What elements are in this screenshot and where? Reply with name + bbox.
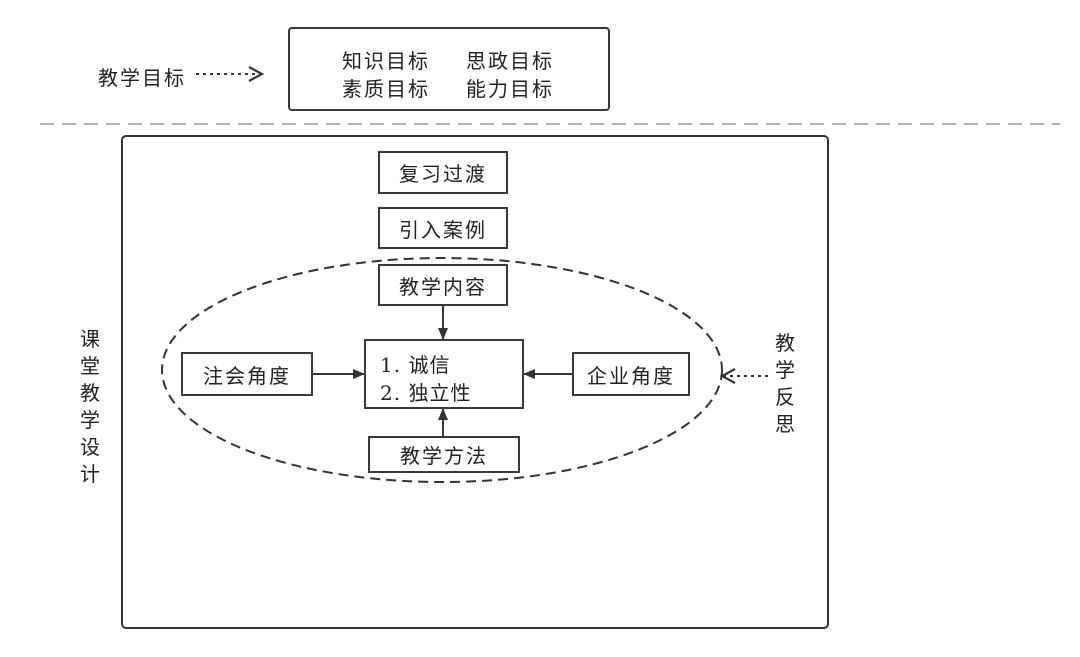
method-box: 教学方法 [368, 436, 520, 473]
goal-ideology: 思政目标 [466, 49, 554, 73]
social-box: 注会角度 [181, 352, 313, 396]
vertical-char: 思 [775, 412, 795, 436]
vertical-char: 学 [775, 358, 795, 382]
case-box: 引入案例 [378, 207, 508, 249]
core-item-honesty: 1. 诚信 [380, 353, 451, 377]
review-box: 复习过渡 [378, 151, 508, 194]
vertical-char: 学 [80, 408, 100, 432]
content-box: 教学内容 [378, 264, 508, 306]
enterprise-box: 企业角度 [572, 352, 690, 396]
vertical-char: 计 [80, 462, 100, 486]
vertical-char: 设 [80, 435, 100, 459]
goal-ability: 能力目标 [466, 77, 554, 101]
side-label: 课堂教学设计 [75, 326, 105, 488]
vertical-char: 教 [775, 331, 795, 355]
vertical-char: 课 [80, 327, 100, 351]
goal-quality: 素质目标 [342, 77, 430, 101]
core-box: 1. 诚信 2. 独立性 [364, 339, 524, 409]
goals-label: 教学目标 [98, 66, 186, 90]
side-label-text: 课堂教学设计 [75, 326, 105, 488]
design-container [121, 135, 829, 629]
core-item-independence: 2. 独立性 [380, 381, 472, 405]
reflection-label: 教学反思 [770, 330, 800, 438]
reflection-label-text: 教学反思 [770, 330, 800, 438]
vertical-char: 教 [80, 381, 100, 405]
goals-box: 知识目标 思政目标 素质目标 能力目标 [288, 27, 610, 111]
goal-knowledge: 知识目标 [342, 49, 430, 73]
vertical-char: 反 [775, 385, 795, 409]
vertical-char: 堂 [80, 354, 100, 378]
